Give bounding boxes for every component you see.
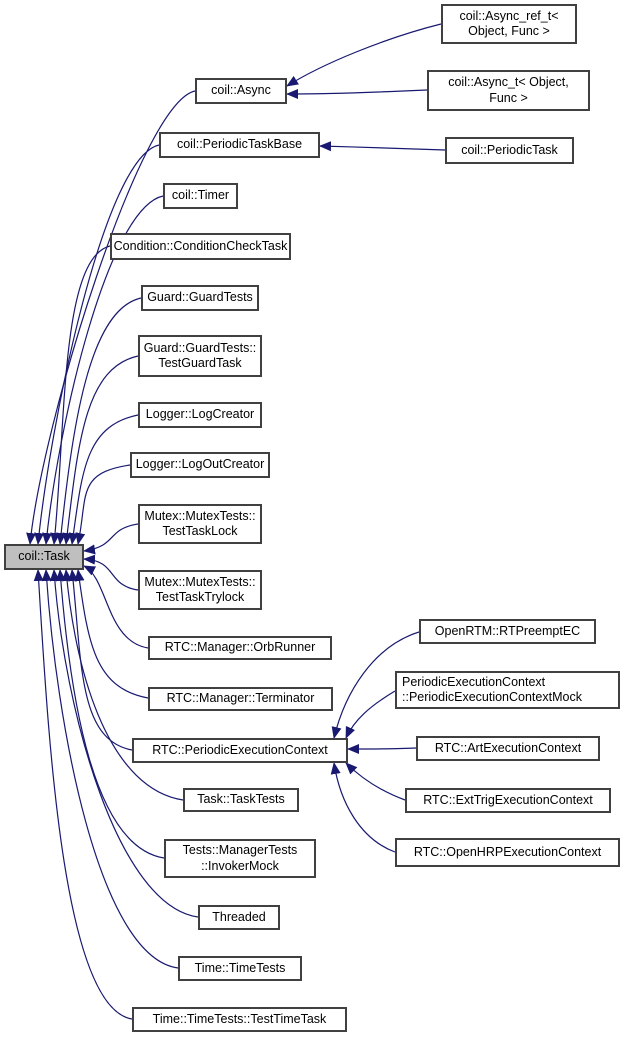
class-node-tasktests[interactable]: Task::TaskTests: [183, 788, 299, 812]
inheritance-edge-pecmock-to-periodicexecutioncontext: [345, 690, 396, 739]
inheritance-edge-guardtests-to-task: [56, 297, 142, 545]
inheritance-edge-logoutcreator-to-task: [75, 464, 131, 545]
class-node-invokermock[interactable]: Tests::ManagerTests ::InvokerMock: [164, 839, 316, 878]
inheritance-edge-exttrigec-to-periodicexecutioncontext: [345, 762, 406, 801]
inheritance-edge-orbrunner-to-task: [83, 565, 149, 649]
class-node-exttrigec[interactable]: RTC::ExtTrigExecutionContext: [405, 788, 611, 813]
class-node-guardtests[interactable]: Guard::GuardTests: [141, 285, 259, 311]
inheritance-edge-artec-to-periodicexecutioncontext: [347, 743, 417, 754]
inheritance-edge-timer-to-task: [42, 195, 164, 545]
class-node-terminator[interactable]: RTC::Manager::Terminator: [148, 687, 333, 711]
class-node-timer[interactable]: coil::Timer: [163, 183, 238, 209]
class-node-periodictask[interactable]: coil::PeriodicTask: [445, 137, 574, 164]
class-node-asyncreft[interactable]: coil::Async_ref_t< Object, Func >: [441, 4, 577, 44]
inheritance-edge-testguardtask-to-task: [62, 355, 139, 545]
inheritance-edge-testtimetask-to-task: [33, 569, 133, 1020]
inheritance-edge-asyncreft-to-async: [286, 23, 442, 87]
class-node-logoutcreator[interactable]: Logger::LogOutCreator: [130, 452, 270, 478]
class-node-rtpreemptec[interactable]: OpenRTM::RTPreemptEC: [419, 619, 596, 644]
class-node-testguardtask[interactable]: Guard::GuardTests:: TestGuardTask: [138, 335, 262, 377]
inheritance-edge-asynct-to-async: [286, 88, 428, 99]
class-node-testtasklock[interactable]: Mutex::MutexTests:: TestTaskLock: [138, 504, 262, 544]
class-node-threaded[interactable]: Threaded: [198, 905, 280, 930]
inheritance-edge-periodicexecutioncontext-to-task: [68, 569, 133, 751]
inheritance-edge-threaded-to-task: [49, 569, 199, 918]
class-node-pecmock[interactable]: PeriodicExecutionContext ::PeriodicExecu…: [395, 671, 620, 709]
class-node-async[interactable]: coil::Async: [195, 78, 287, 104]
inheritance-edge-testtasktrylock-to-task: [83, 554, 139, 591]
class-node-testtasktrylock[interactable]: Mutex::MutexTests:: TestTaskTrylock: [138, 570, 262, 610]
inheritance-edge-tasktests-to-task: [62, 569, 184, 801]
class-node-periodicexecutioncontext[interactable]: RTC::PeriodicExecutionContext: [132, 738, 348, 763]
inheritance-edge-rtpreemptec-to-periodicexecutioncontext: [331, 631, 420, 739]
class-node-conditionchecktask[interactable]: Condition::ConditionCheckTask: [110, 233, 291, 260]
class-node-asynct[interactable]: coil::Async_t< Object, Func >: [427, 70, 590, 111]
class-node-testtimetask[interactable]: Time::TimeTests::TestTimeTask: [132, 1007, 347, 1032]
class-node-logcreator[interactable]: Logger::LogCreator: [138, 402, 262, 428]
inheritance-edge-openhrpec-to-periodicexecutioncontext: [330, 762, 396, 853]
inheritance-edge-periodictaskbase-to-task: [34, 144, 160, 545]
inheritance-edge-testtasklock-to-task: [83, 523, 139, 555]
inheritance-edge-conditionchecktask-to-task: [50, 245, 111, 545]
class-node-periodictaskbase[interactable]: coil::PeriodicTaskBase: [159, 132, 320, 158]
class-node-timetests[interactable]: Time::TimeTests: [178, 956, 302, 981]
inheritance-edge-invokermock-to-task: [55, 569, 165, 859]
class-node-openhrpec[interactable]: RTC::OpenHRPExecutionContext: [395, 838, 620, 867]
inheritance-edge-timetests-to-task: [41, 569, 179, 969]
class-node-task[interactable]: coil::Task: [4, 544, 84, 570]
class-node-orbrunner[interactable]: RTC::Manager::OrbRunner: [148, 636, 332, 660]
inheritance-edge-periodictask-to-periodictaskbase: [319, 141, 446, 152]
inheritance-edge-async-to-task: [26, 90, 196, 545]
inheritance-edge-terminator-to-task: [74, 569, 149, 699]
inheritance-edge-logcreator-to-task: [68, 414, 139, 545]
class-node-artec[interactable]: RTC::ArtExecutionContext: [416, 736, 600, 761]
